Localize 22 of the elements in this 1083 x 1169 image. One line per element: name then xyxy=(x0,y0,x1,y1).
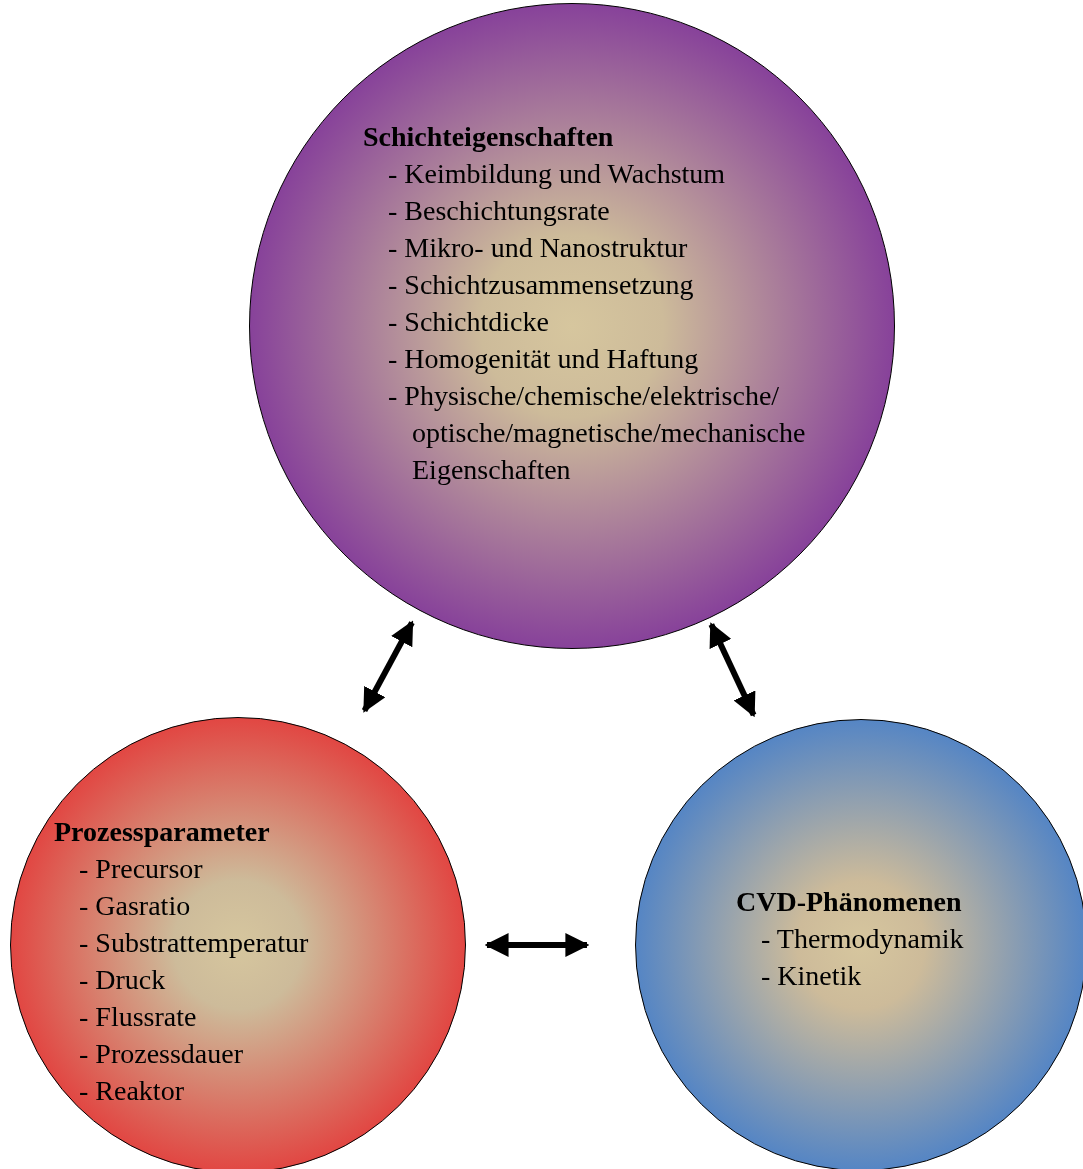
list-item: - Schichtzusammensetzung xyxy=(388,268,695,302)
list-item: - Homogenität und Haftung xyxy=(388,342,700,376)
list-item: - Reaktor xyxy=(79,1074,185,1108)
circle-heading: Schichteigenschaften xyxy=(363,120,614,154)
list-item: - Schichtdicke xyxy=(388,305,550,339)
double-arrow xyxy=(361,620,415,713)
list-item: - Gasratio xyxy=(79,889,192,923)
list-item: - Precursor xyxy=(79,852,204,886)
list-item: - Flussrate xyxy=(79,1000,198,1034)
list-item: - Beschichtungsrate xyxy=(388,194,611,228)
circle-heading: Prozessparameter xyxy=(54,815,270,849)
double-arrow xyxy=(708,622,757,718)
list-item: - Thermodynamik xyxy=(761,922,965,956)
double-arrow xyxy=(484,933,590,957)
list-item: - Substrattemperatur xyxy=(79,926,310,960)
circle-heading: CVD-Phänomenen xyxy=(736,885,962,919)
list-item: - Druck xyxy=(79,963,167,997)
list-item: - Physische/chemische/elektrische/ optische/magnetische/mechanische Eigenschaften xyxy=(388,379,807,487)
list-item: - Mikro- und Nanostruktur xyxy=(388,231,689,265)
list-item: - Prozessdauer xyxy=(79,1037,245,1071)
list-item: - Kinetik xyxy=(761,959,863,993)
list-item: - Keimbildung und Wachstum xyxy=(388,157,727,191)
